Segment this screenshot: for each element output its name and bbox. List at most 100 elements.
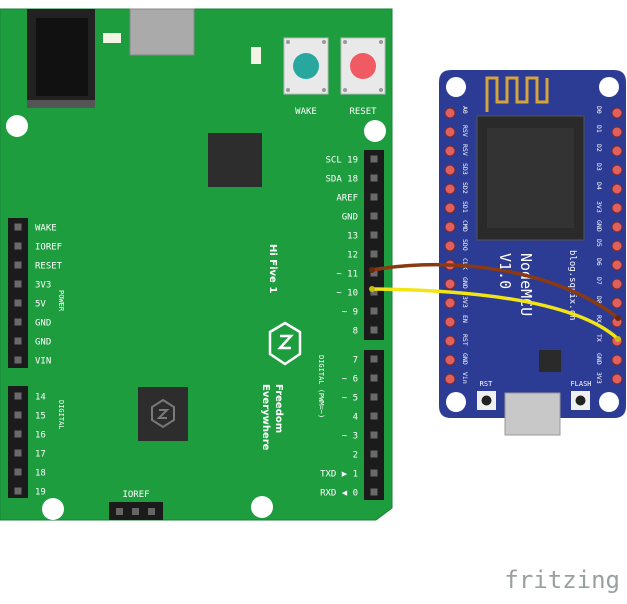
nodemcu-pin[interactable] xyxy=(611,183,623,195)
pin-label: GND xyxy=(35,319,51,329)
mount-hole xyxy=(42,498,64,520)
header-pin[interactable] xyxy=(370,355,378,363)
right-header-bottom xyxy=(364,350,384,500)
header-pin[interactable] xyxy=(14,223,22,231)
pin-label: ~ 11 xyxy=(336,270,358,280)
pin-label: 19 xyxy=(35,488,46,498)
header-pin[interactable] xyxy=(14,280,22,288)
nodemcu-pin[interactable] xyxy=(611,373,623,385)
nodemcu-pin[interactable] xyxy=(444,107,456,119)
pin-label: 8 xyxy=(353,327,358,337)
nodemcu-pin-label: D8 xyxy=(595,296,603,304)
nodemcu-pin[interactable] xyxy=(611,107,623,119)
header-pin[interactable] xyxy=(370,193,378,201)
header-pin[interactable] xyxy=(370,155,378,163)
header-pin[interactable] xyxy=(14,318,22,326)
brand-label: Hi Five 1 xyxy=(267,244,278,293)
header-pin[interactable] xyxy=(370,288,378,296)
header-pin[interactable] xyxy=(370,450,378,458)
nodemcu-pin[interactable] xyxy=(611,126,623,138)
nodemcu-pin[interactable] xyxy=(444,126,456,138)
nodemcu-pin[interactable] xyxy=(611,164,623,176)
nodemcu-pin[interactable] xyxy=(444,373,456,385)
header-pin[interactable] xyxy=(370,231,378,239)
header-pin[interactable] xyxy=(14,392,22,400)
arduino-board: WAKE RESET Hi Five 1 Freedom Everywher xyxy=(0,8,393,521)
flash-button-label: FLASH xyxy=(570,380,591,388)
arduino-pcb xyxy=(0,8,393,521)
nodemcu-pin[interactable] xyxy=(444,240,456,252)
nodemcu-pin-label: RSV xyxy=(461,144,469,156)
nodemcu-pin-label: SDO xyxy=(461,239,469,251)
header-pin[interactable] xyxy=(370,431,378,439)
header-pin[interactable] xyxy=(14,242,22,250)
reset-button[interactable] xyxy=(340,37,386,95)
nodemcu-pin-label: RST xyxy=(461,334,469,346)
pin-label: GND xyxy=(35,338,51,348)
header-pin[interactable] xyxy=(370,326,378,334)
header-pin[interactable] xyxy=(14,430,22,438)
nodemcu-pin[interactable] xyxy=(444,354,456,366)
nodemcu-pin[interactable] xyxy=(444,202,456,214)
mount-hole xyxy=(251,496,273,518)
nodemcu-pin[interactable] xyxy=(611,240,623,252)
pin-label: 13 xyxy=(347,232,358,242)
flash-button[interactable] xyxy=(571,391,590,410)
nodemcu-pin[interactable] xyxy=(611,221,623,233)
rst-button[interactable] xyxy=(477,391,496,410)
left-digital-header xyxy=(8,386,28,498)
pin-label: IOREF xyxy=(35,243,62,253)
digital-group-label-left: DIGITAL xyxy=(57,400,65,430)
header-pin[interactable] xyxy=(370,374,378,382)
brand-logo xyxy=(268,321,302,366)
slogan-line-2: Everywhere xyxy=(260,384,271,451)
digital-group-label-right: DIGITAL (PWM=~) xyxy=(317,355,325,418)
wire-10-to-tx[interactable] xyxy=(370,287,620,341)
nodemcu-pin-label: TX xyxy=(595,334,603,342)
nodemcu-pin[interactable] xyxy=(611,354,623,366)
header-pin[interactable] xyxy=(370,469,378,477)
header-pin[interactable] xyxy=(14,356,22,364)
pin-label: ~ 10 xyxy=(336,289,358,299)
nodemcu-pin[interactable] xyxy=(444,221,456,233)
header-pin[interactable] xyxy=(14,261,22,269)
header-pin[interactable] xyxy=(370,269,378,277)
nodemcu-pin[interactable] xyxy=(444,335,456,347)
micro-usb-connector xyxy=(504,392,561,436)
header-pin[interactable] xyxy=(14,411,22,419)
header-pin[interactable] xyxy=(370,412,378,420)
header-pin[interactable] xyxy=(370,488,378,496)
header-pin[interactable] xyxy=(14,337,22,345)
header-pin[interactable] xyxy=(370,250,378,258)
nodemcu-pin-label: GND xyxy=(595,353,603,365)
right-header-top xyxy=(364,150,384,340)
header-pin[interactable] xyxy=(14,299,22,307)
nodemcu-pin[interactable] xyxy=(611,145,623,157)
nodemcu-pin[interactable] xyxy=(611,278,623,290)
wire-11-to-rx[interactable] xyxy=(370,262,620,320)
header-pin[interactable] xyxy=(370,393,378,401)
nodemcu-pin[interactable] xyxy=(444,316,456,328)
header-pin[interactable] xyxy=(14,468,22,476)
slogan-line-1: Freedom xyxy=(273,384,284,433)
wire-end xyxy=(369,286,375,292)
nodemcu-pin[interactable] xyxy=(444,183,456,195)
nodemcu-pin[interactable] xyxy=(611,297,623,309)
nodemcu-pin[interactable] xyxy=(444,145,456,157)
header-pin[interactable] xyxy=(370,174,378,182)
nodemcu-pin-label: RSV xyxy=(461,125,469,137)
nodemcu-pin[interactable] xyxy=(444,297,456,309)
nodemcu-pin[interactable] xyxy=(611,259,623,271)
wire-end xyxy=(369,267,375,273)
header-pin[interactable] xyxy=(14,449,22,457)
header-pin[interactable] xyxy=(370,307,378,315)
nodemcu-pin[interactable] xyxy=(444,278,456,290)
wake-button[interactable] xyxy=(283,37,329,95)
nodemcu-pin[interactable] xyxy=(611,202,623,214)
led xyxy=(103,33,121,43)
nodemcu-board: NodeMCU V1.0 blog.squix.ch RST FLASH A0R… xyxy=(439,70,626,436)
nodemcu-pin[interactable] xyxy=(444,164,456,176)
header-pin[interactable] xyxy=(370,212,378,220)
usb-connector xyxy=(129,8,195,56)
header-pin[interactable] xyxy=(14,487,22,495)
